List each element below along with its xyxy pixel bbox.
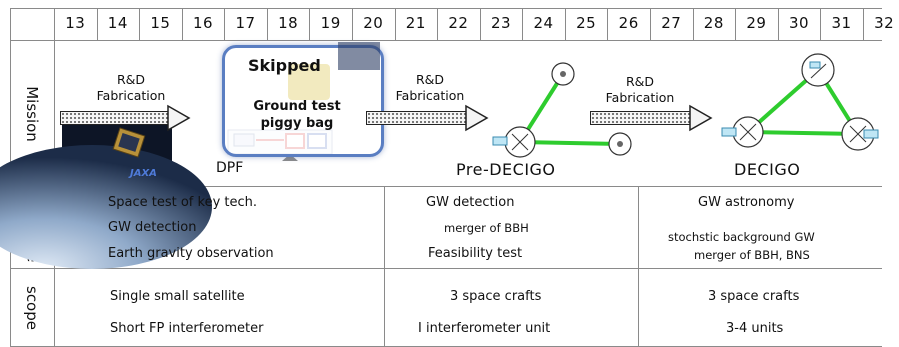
skipped-yellow-patch [288,64,330,100]
year-27: 27 [661,14,682,32]
year-31: 31 [831,14,852,32]
year-divider [139,8,140,41]
year-29: 29 [746,14,767,32]
objective-col2-line2: merger of BBH [444,221,529,235]
objective-col1-line2: GW detection [108,220,197,235]
mission-divider [10,186,882,187]
scope-col1-line2: Short FP interferometer [110,321,264,336]
year-23: 23 [490,14,512,32]
phase-arrow-1 [60,104,191,132]
objective-divider [10,268,882,269]
year-24: 24 [533,14,554,32]
objective-col2-line1: GW detection [426,195,515,210]
skipped-dark-patch [338,42,380,70]
year-21: 21 [405,14,426,32]
objective-col1-line3: Earth gravity observation [108,246,274,261]
year-13: 13 [65,14,86,32]
rd-fabrication-label-1: R&D Fabrication [96,72,166,103]
dpf-label: DPF [216,160,244,176]
year-divider [437,8,438,41]
year-16: 16 [192,14,214,32]
year-divider [182,8,183,41]
year-divider [693,8,694,41]
year-17: 17 [235,14,256,32]
year-divider [863,8,864,41]
year-26: 26 [618,14,639,32]
year-18: 18 [278,14,299,32]
year-divider [352,8,353,41]
scope-col1-line1: Single small satellite [110,289,245,304]
year-14: 14 [107,14,128,32]
phase-arrow-3 [590,104,713,132]
header-divider [10,40,882,41]
year-divider [735,8,736,41]
year-19: 19 [320,14,341,32]
skipped-label: Skipped [248,56,321,75]
objective-col3-line2: stochstic background GW [668,230,815,244]
jaxa-logo: JAXA [130,168,157,179]
year-15: 15 [150,14,171,32]
scope-col2-line2: I interferometer unit [418,321,551,336]
year-divider [480,8,481,41]
year-divider [97,8,98,41]
objective-col3-line3: merger of BBH, BNS [694,248,810,262]
year-divider [522,8,523,41]
year-divider [224,8,225,41]
pre-decigo-diagram [476,56,646,160]
year-divider [778,8,779,41]
scope-col3-line1: 3 space crafts [708,289,800,304]
rd-fabrication-label-2: R&D Fabrication [395,72,465,103]
objective-col3-line1: GW astronomy [698,195,795,210]
decigo-diagram [718,48,882,160]
year-divider [309,8,310,41]
objective-col1-line1: Space test of key tech. [108,195,258,210]
rd-fabrication-label-3: R&D Fabrication [605,74,675,105]
phase-divider-2 [638,186,639,347]
year-divider [565,8,566,41]
phase-arrow-2 [366,104,489,132]
year-20: 20 [363,14,384,32]
year-30: 30 [788,14,810,32]
pre-decigo-label: Pre-DECIGO [456,160,556,179]
year-divider [607,8,608,41]
year-22: 22 [448,14,469,32]
ground-test-label: Ground test piggy bag [253,99,341,131]
year-25: 25 [576,14,597,32]
year-divider [267,8,268,41]
year-divider [650,8,651,41]
year-28: 28 [703,14,724,32]
scope-col2-line1: 3 space crafts [450,289,542,304]
year-divider [395,8,396,41]
top-border [10,8,882,9]
year-divider [820,8,821,41]
decigo-label: DECIGO [734,160,801,179]
objective-col2-line3: Feasibility test [428,246,523,261]
phase-divider-1 [384,186,385,347]
year-32: 32 [874,14,895,32]
row-label-scope: scope [23,286,41,330]
scope-col3-line2: 3-4 units [726,321,784,336]
